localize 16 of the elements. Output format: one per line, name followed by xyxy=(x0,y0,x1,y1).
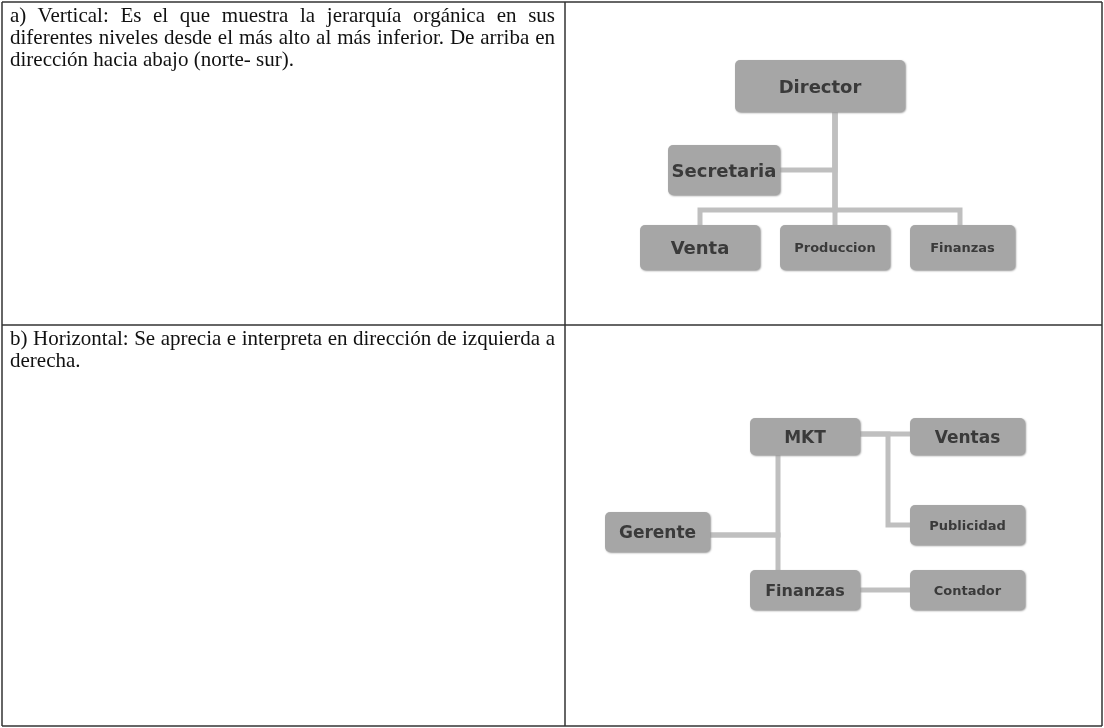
connector-line xyxy=(710,532,781,570)
org-box: Secretaria xyxy=(668,145,780,195)
org-box: Ventas xyxy=(910,418,1025,455)
connector-line xyxy=(860,587,910,593)
org-box: Venta xyxy=(640,225,760,270)
org-box: Gerente xyxy=(605,512,710,552)
org-box: Publicidad xyxy=(910,505,1025,545)
org-box: MKT xyxy=(750,418,860,455)
org-box: Contador xyxy=(910,570,1025,610)
description-text: a) Vertical: Es el que muestra la jerarquía orgánica en sus diferentes niveles desde el más alto al más inferior. De arriba en dirección hacia abajo (norte- sur). xyxy=(10,4,555,70)
org-box: Produccion xyxy=(780,225,890,270)
org-box: Finanzas xyxy=(750,570,860,610)
description-text: b) Horizontal: Se aprecia e interpreta en dirección de izquierda a derecha. xyxy=(10,327,555,371)
org-box: Director xyxy=(735,60,905,112)
org-box: Finanzas xyxy=(910,225,1015,270)
connector-line xyxy=(860,431,910,528)
